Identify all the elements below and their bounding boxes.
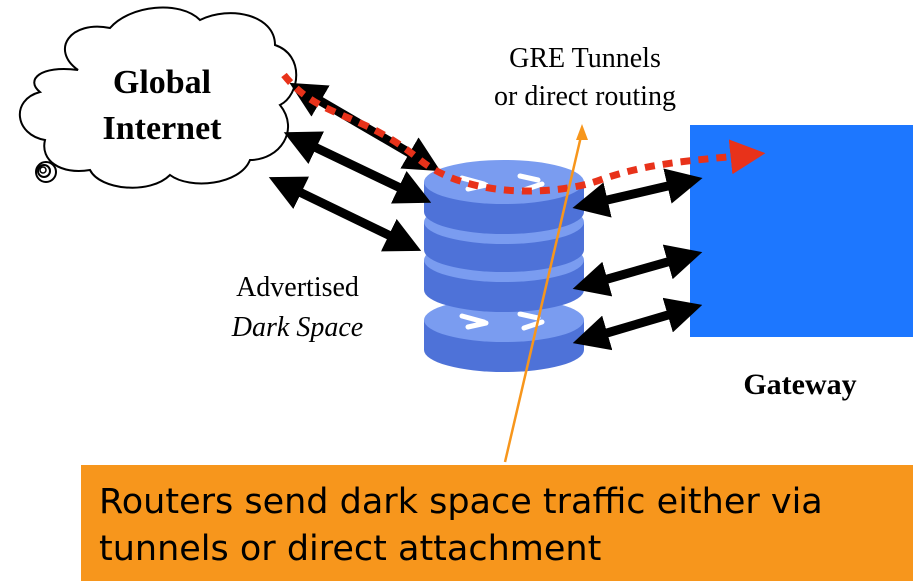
link-arrow (572, 244, 703, 297)
gateway-label: Gateway (743, 368, 857, 401)
link-arrow (268, 176, 422, 252)
caption-text: Routers send dark space traffic either v… (99, 479, 913, 573)
tunnel-label-line2: or direct routing (494, 81, 676, 112)
link-arrow (572, 297, 703, 351)
traffic-path (281, 72, 766, 195)
tunnel-label: GRE Tunnels or direct routing (450, 40, 720, 116)
router-stack (424, 160, 584, 372)
link-arrow (572, 168, 703, 218)
dark-space-label: Advertised Dark Space (190, 268, 405, 348)
internet-links (268, 82, 441, 252)
cloud-label-line2: Internet (102, 110, 222, 147)
global-internet-cloud (19, 6, 298, 189)
pointer-arrowhead (576, 124, 588, 140)
caption-line1: Routers send dark space traffic either v… (99, 482, 823, 522)
gateway-links (572, 168, 703, 351)
tunnel-label-line1: GRE Tunnels (509, 43, 661, 74)
dark-space-label-line1: Advertised (236, 272, 359, 303)
cloud-label: Global Internet (62, 60, 262, 152)
caption-box: Routers send dark space traffic either v… (81, 465, 913, 581)
cloud-label-line1: Global (112, 64, 212, 101)
pointer-line (503, 131, 584, 463)
dark-space-label-line2: Dark Space (231, 312, 364, 343)
caption-line2: tunnels or direct attachment (99, 529, 602, 569)
gateway-box (690, 125, 913, 337)
